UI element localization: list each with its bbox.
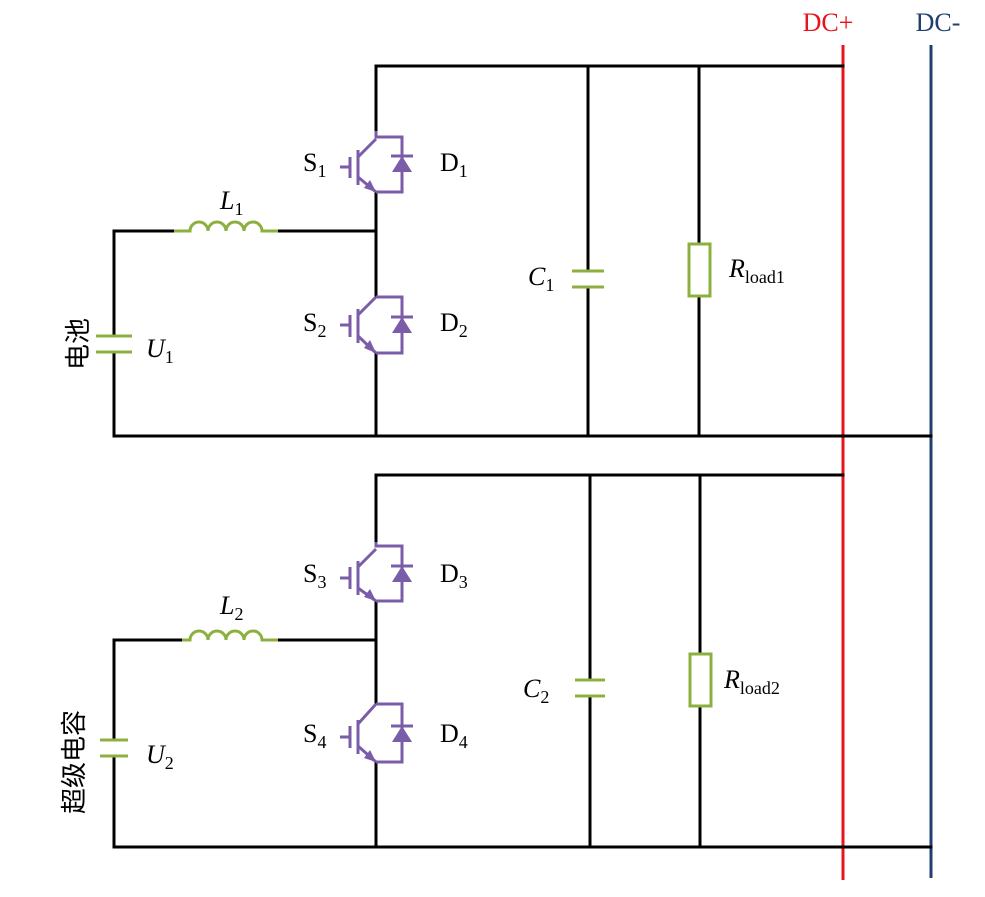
bottom-lower-diode — [391, 724, 413, 742]
top-lower-igbt — [340, 295, 404, 355]
bottom-source-upper-wire — [112, 638, 184, 742]
bottom-converter: 超级电容 U2 L2 S3 D3 S4 D4 C2 Rload2 — [60, 473, 933, 849]
top-upper-rail — [374, 64, 845, 133]
bottom-source-label: U2 — [146, 740, 174, 773]
dc-bus: DC+ DC- — [803, 8, 961, 880]
top-converter: 电池 U1 L1 S1 D1 S2 D2 C1 Rload1 — [64, 64, 933, 438]
top-inductor-label: L1 — [219, 186, 243, 219]
bottom-load-label: Rload2 — [723, 665, 780, 698]
bottom-upper-diode-label: D3 — [440, 559, 468, 592]
bottom-supercap-symbol — [100, 738, 128, 758]
bottom-source-name: 超级电容 — [60, 710, 90, 814]
top-upper-diode — [391, 154, 413, 172]
bottom-load-resistor — [688, 652, 713, 708]
bottom-capacitor-label: C2 — [523, 674, 549, 707]
bottom-lower-diode-label: D4 — [440, 719, 468, 752]
bottom-lower-switch-label: S4 — [303, 719, 326, 752]
bottom-upper-rail — [374, 473, 845, 544]
top-battery-symbol — [96, 334, 132, 354]
top-inductor-symbol — [174, 220, 278, 233]
top-lower-diode — [391, 315, 413, 333]
bottom-inductor-symbol — [182, 629, 278, 642]
bottom-lower-igbt — [340, 702, 404, 764]
top-upper-igbt — [340, 131, 404, 194]
top-upper-switch-label: S1 — [303, 148, 326, 181]
top-lower-diode-label: D2 — [440, 308, 468, 341]
top-load-resistor — [687, 242, 712, 298]
top-capacitor-symbol — [572, 269, 604, 289]
top-load-label: Rload1 — [728, 254, 785, 287]
dc-positive-label: DC+ — [803, 8, 854, 37]
bottom-upper-igbt — [340, 542, 404, 603]
dc-negative-label: DC- — [916, 8, 961, 37]
top-lower-switch-label: S2 — [303, 308, 326, 341]
bottom-upper-diode — [391, 564, 413, 582]
top-upper-diode-label: D1 — [440, 148, 468, 181]
top-source-upper-wire — [112, 229, 176, 338]
top-capacitor-label: C1 — [528, 262, 554, 295]
top-source-name: 电池 — [64, 318, 94, 370]
bottom-inductor-label: L2 — [219, 591, 243, 624]
bottom-upper-switch-label: S3 — [303, 559, 326, 592]
top-source-label: U1 — [146, 334, 174, 367]
bottom-capacitor-symbol — [575, 678, 605, 698]
